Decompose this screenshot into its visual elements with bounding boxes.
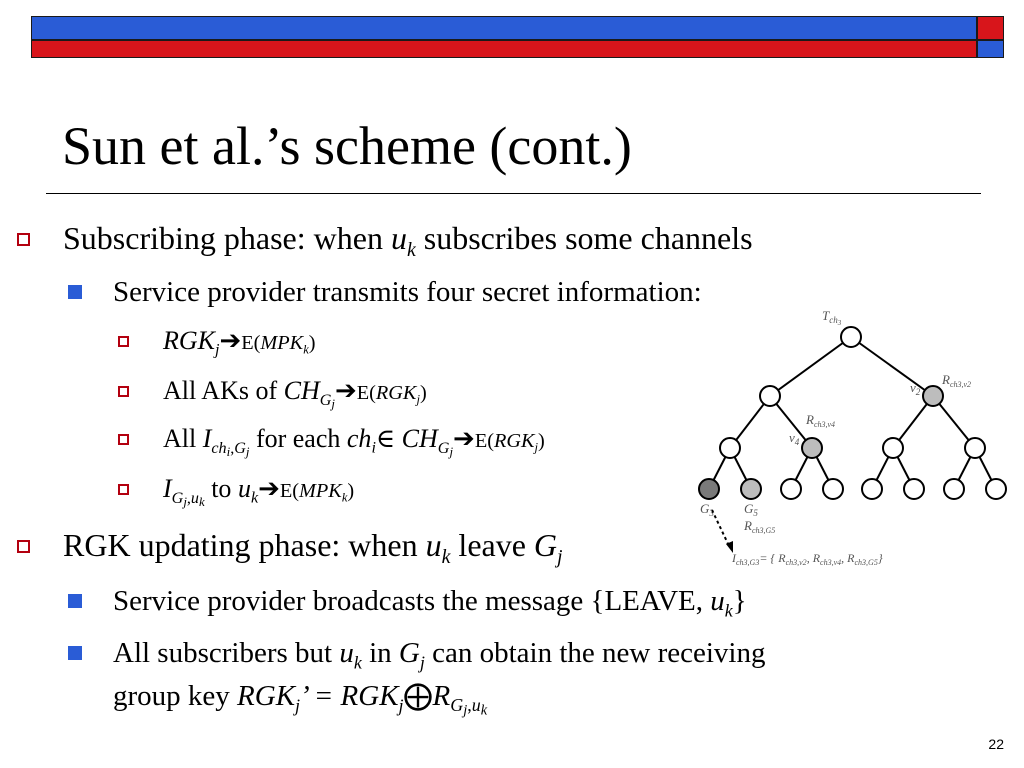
leaf-key-set-formula: Ich3,G3= {Rch3,v2, Rch3,v4, Rch3,G5} [731, 551, 883, 567]
v2-label: v2 [910, 380, 921, 397]
tree-node-v4 [801, 437, 823, 459]
dotted-arrow [711, 509, 731, 549]
v4-label: v4 [789, 430, 800, 447]
tree-node [882, 437, 904, 459]
tree-leaf-g5 [740, 478, 762, 500]
tree-node [759, 385, 781, 407]
page-number: 22 [988, 736, 1004, 752]
tree-leaf [985, 478, 1007, 500]
title-divider [46, 193, 981, 194]
slide-title: Sun et al.’s scheme (cont.) [62, 116, 632, 176]
tree-edges [708, 336, 997, 490]
item-rgk: RGKj➔E(MPKk) [163, 326, 316, 359]
bullet-rgk-updating: RGK updating phase: when uk leave Gj [63, 527, 563, 568]
g3-label: G3 [700, 501, 714, 518]
bullet-square-icon [17, 233, 30, 246]
tree-leaf-g3 [698, 478, 720, 500]
bullet-all-subscribers: All subscribers but uk in Gj can obtain … [113, 637, 766, 673]
bullet-broadcast: Service provider broadcasts the message … [113, 585, 747, 621]
header-bar-blue [31, 16, 977, 40]
bullet-blue-square-icon [68, 285, 82, 299]
tree-node [964, 437, 986, 459]
item-i-to-u: IGj,uk to uk➔E(MPKk) [163, 474, 355, 509]
rg5-label: Rch3,G5 [743, 518, 775, 535]
tree-node [719, 437, 741, 459]
bullet-sp-transmits: Service provider transmits four secret i… [113, 276, 702, 308]
root-label: Tch3 [822, 308, 842, 327]
tree-leaf [861, 478, 883, 500]
header-square-red [977, 16, 1004, 40]
arrow-head-icon [726, 541, 733, 553]
bullet-blue-square-icon [68, 646, 82, 660]
tree-node-v2 [922, 385, 944, 407]
tree-leaf [780, 478, 802, 500]
bullet-subscribing-phase: Subscribing phase: when uk subscribes so… [63, 220, 753, 261]
tree-leaf [943, 478, 965, 500]
item-all-aks: All AKs of CHGj➔E(RGKj) [163, 376, 427, 411]
tree-leaf [822, 478, 844, 500]
item-all-i: All Ichi,Gj for each chi∈ CHGj➔E(RGKj) [163, 424, 545, 459]
bullet-blue-square-icon [68, 594, 82, 608]
tree-leaf [903, 478, 925, 500]
g5-label: G5 [744, 501, 758, 518]
bullet-hollow-icon [118, 434, 129, 445]
rv2-label: Rch3,v2 [941, 372, 971, 389]
header-bar-red [31, 40, 977, 58]
bullet-hollow-icon [118, 386, 129, 397]
key-tree-diagram: Tch3 v2 Rch3,v2 v4 Rch3,v4 G3 G5 Rch3,G5… [698, 308, 1007, 567]
bullet-hollow-icon [118, 336, 129, 347]
group-key-formula: group key RGKj’ = RGKj⨁RGj,uk [113, 680, 488, 719]
rv4-label: Rch3,v4 [805, 412, 835, 429]
tree-root-node [840, 326, 862, 348]
bullet-square-icon [17, 540, 30, 553]
tree-nodes [698, 326, 1007, 500]
header-square-blue [977, 40, 1004, 58]
bullet-hollow-icon [118, 484, 129, 495]
